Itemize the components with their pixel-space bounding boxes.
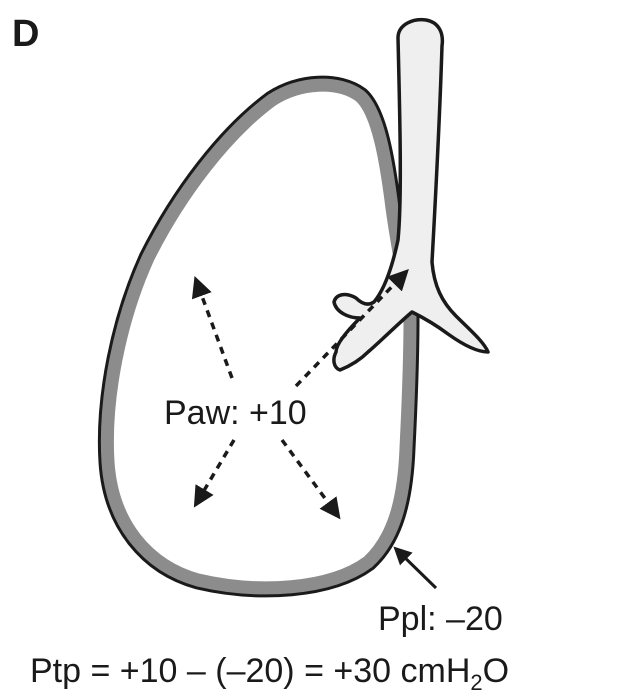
- equation-main: Ptp = +10 – (–20) = +30 cmH: [30, 652, 470, 690]
- airway-pressure-label: Paw: +10: [164, 394, 307, 432]
- pleural-pressure-label: Ppl: –20: [378, 600, 503, 638]
- transpulmonary-equation: Ptp = +10 – (–20) = +30 cmH2O: [30, 652, 509, 693]
- pleura-pointer-arrow: [396, 549, 436, 588]
- panel-letter: D: [12, 13, 39, 55]
- equation-subscript: 2: [470, 670, 482, 693]
- equation-tail: O: [483, 652, 509, 690]
